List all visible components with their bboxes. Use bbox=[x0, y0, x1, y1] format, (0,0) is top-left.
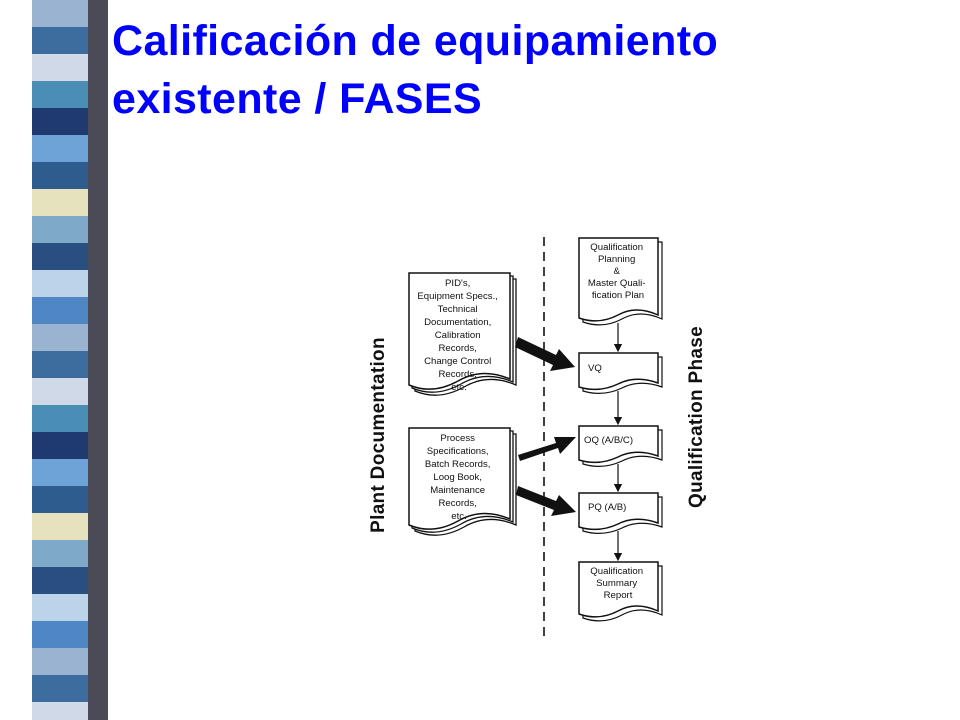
stripe-block bbox=[32, 108, 88, 135]
stripe-block bbox=[32, 351, 88, 378]
stripe-block bbox=[32, 162, 88, 189]
phase-summary-report: Qualification Summary Report bbox=[578, 561, 663, 622]
phase-master-plan: Qualification Planning & Master Quali- f… bbox=[578, 237, 663, 326]
stripe-block bbox=[32, 675, 88, 702]
slide-title: Calificación de equipamiento existente /… bbox=[112, 12, 932, 128]
phase-vq-text: VQ bbox=[588, 363, 602, 374]
stripe-block bbox=[32, 567, 88, 594]
stripe-block bbox=[32, 648, 88, 675]
phase-master-plan-text: Qualification Planning & Master Quali- f… bbox=[588, 242, 648, 301]
stripe-block bbox=[32, 270, 88, 297]
phase-pq: PQ (A/B) bbox=[578, 492, 663, 534]
stripe-block bbox=[32, 594, 88, 621]
stripe-block bbox=[32, 459, 88, 486]
decorative-side-stripe bbox=[0, 0, 108, 720]
plant-documentation-label: Plant Documentation bbox=[368, 337, 389, 533]
slide-title-line-1: Calificación de equipamiento bbox=[112, 17, 719, 65]
stripe-block bbox=[32, 27, 88, 54]
qualification-phase-label: Qualification Phase bbox=[686, 326, 707, 508]
stripe-block bbox=[32, 189, 88, 216]
stripe-block bbox=[32, 378, 88, 405]
phase-oq-text: OQ (A/B/C) bbox=[584, 435, 633, 446]
phase-vq: VQ bbox=[578, 352, 663, 394]
plant-document-2: Process Specifications, Batch Records, L… bbox=[408, 427, 517, 536]
stripe-block bbox=[32, 216, 88, 243]
stripe-block bbox=[32, 432, 88, 459]
plant-document-2-text: Process Specifications, Batch Records, L… bbox=[425, 433, 493, 522]
plant-document-1: PID's, Equipment Specs., Technical Docum… bbox=[408, 272, 517, 396]
doc1-to-vq-arrow bbox=[515, 337, 575, 371]
stripe-block bbox=[32, 486, 88, 513]
stripe-block bbox=[32, 324, 88, 351]
stripe-block bbox=[32, 540, 88, 567]
stripe-spine bbox=[88, 0, 108, 720]
stripe-block bbox=[32, 0, 88, 27]
slide-title-line-2: existente / FASES bbox=[112, 75, 483, 123]
plant-document-1-text: PID's, Equipment Specs., Technical Docum… bbox=[417, 278, 500, 393]
stripe-block bbox=[32, 702, 88, 720]
stripe-block bbox=[32, 54, 88, 81]
stripe-block bbox=[32, 513, 88, 540]
stripe-block bbox=[32, 621, 88, 648]
stripe-block bbox=[32, 405, 88, 432]
doc2-to-oq-arrow bbox=[518, 437, 576, 461]
phase-pq-text: PQ (A/B) bbox=[588, 502, 626, 513]
stripe-block bbox=[32, 243, 88, 270]
stripe-block bbox=[32, 297, 88, 324]
doc2-to-pq-arrow bbox=[516, 486, 576, 516]
phase-summary-report-text: Qualification Summary Report bbox=[590, 566, 645, 601]
stripe-block bbox=[32, 81, 88, 108]
phase-oq: OQ (A/B/C) bbox=[578, 425, 663, 467]
qualification-phases-diagram: Plant Documentation Qualification Phase … bbox=[368, 237, 707, 637]
stripe-block bbox=[32, 135, 88, 162]
